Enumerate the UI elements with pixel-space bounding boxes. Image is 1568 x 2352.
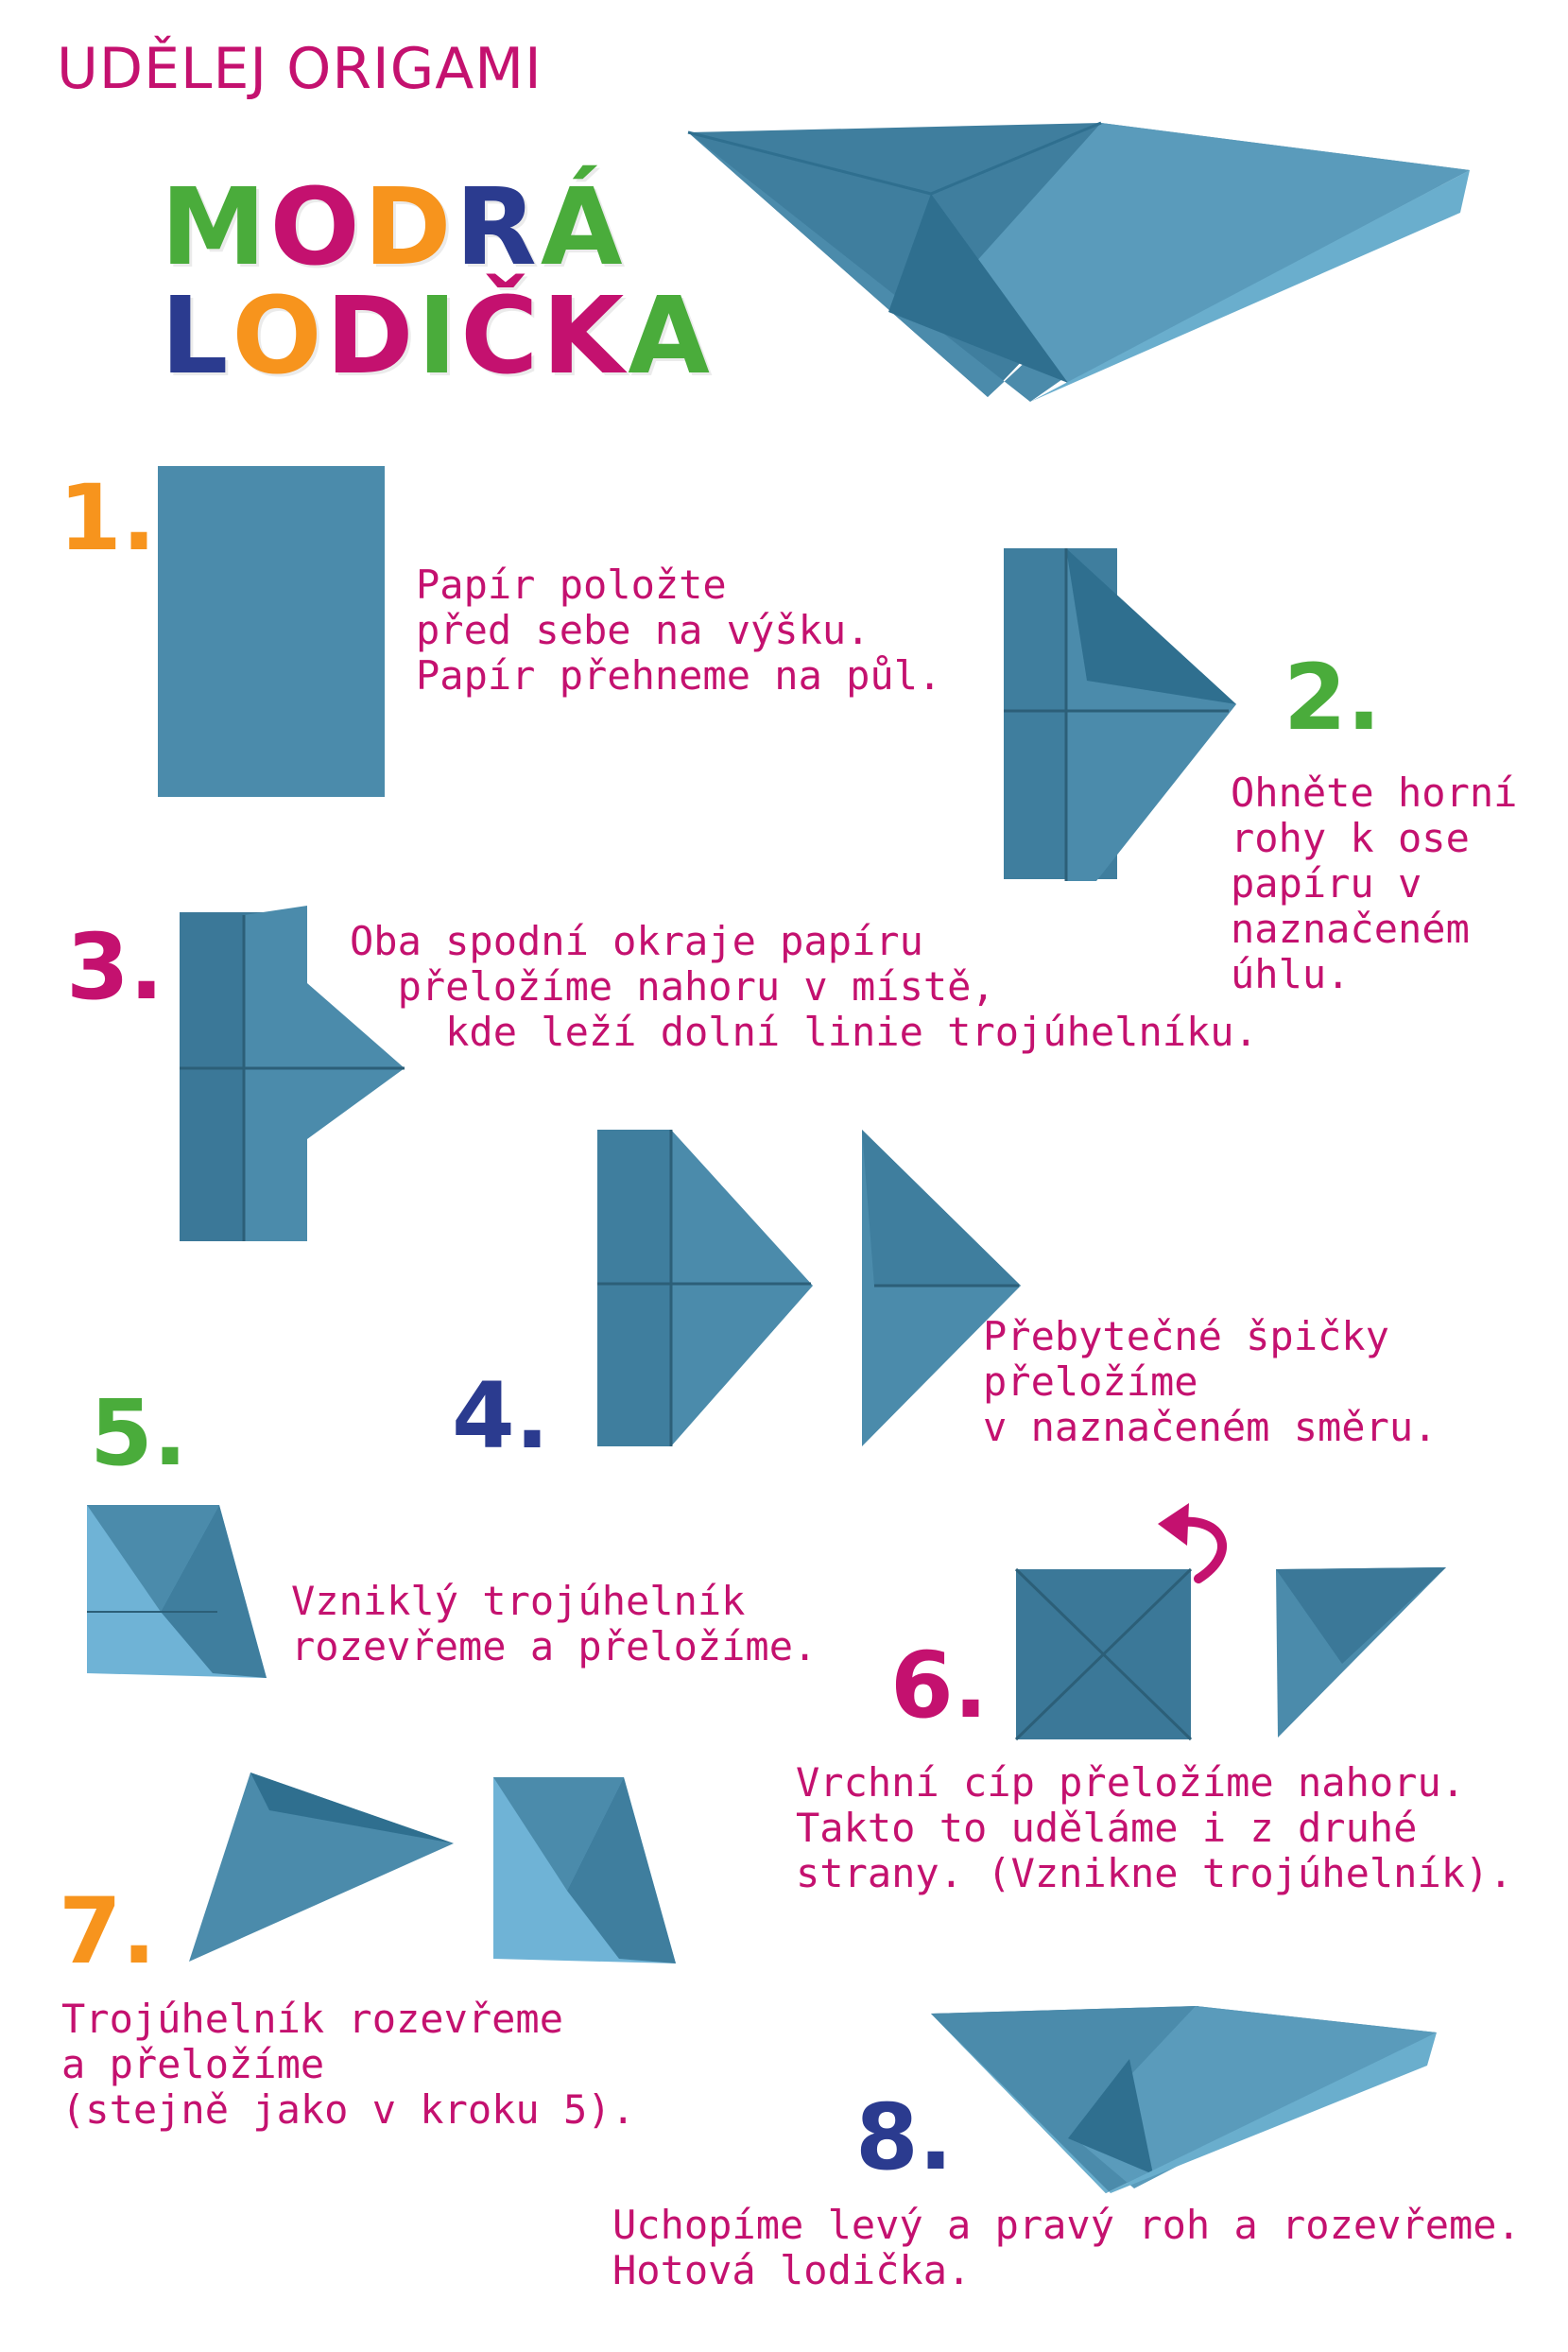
- title-letter: A: [628, 275, 714, 398]
- title-letter: Á: [540, 166, 627, 289]
- title-letter: M: [161, 166, 270, 289]
- title-letter: Č: [460, 275, 543, 398]
- step-8-number: 8.: [855, 2084, 954, 2190]
- step-7-number: 7.: [59, 1878, 157, 1984]
- step-5-text: Vzniklý trojúhelník rozevřeme a přeložím…: [291, 1578, 818, 1669]
- step-4-number: 4.: [452, 1363, 550, 1469]
- page-title: UDĚLEJ ORIGAMI: [57, 36, 543, 102]
- step-1-number: 1.: [59, 465, 157, 571]
- step-2-text: Ohněte horní rohy k ose papíru v naznače…: [1231, 770, 1518, 997]
- step-2-number: 2.: [1284, 645, 1382, 751]
- step-3-number: 3.: [66, 914, 164, 1020]
- craft-name-line2: LODIČKA: [161, 284, 714, 389]
- step-6-number: 6.: [890, 1633, 989, 1738]
- title-letter: K: [542, 275, 629, 398]
- title-letter: I: [417, 275, 461, 398]
- step-4-text: Přebytečné špičky přeložíme v naznačeném…: [983, 1313, 1438, 1450]
- step-5-number: 5.: [90, 1380, 188, 1486]
- title-letter: L: [161, 275, 233, 398]
- title-letter: O: [269, 166, 364, 289]
- step-1-text: Papír položte před sebe na výšku. Papír …: [416, 562, 942, 699]
- title-letter: D: [363, 166, 456, 289]
- title-letter: O: [232, 275, 326, 398]
- step-8-text: Uchopíme levý a pravý roh a rozevřeme. H…: [612, 2202, 1521, 2293]
- step-6-text: Vrchní cíp přeložíme nahoru. Takto to ud…: [796, 1759, 1513, 1896]
- craft-name-line1: MODRÁ: [161, 175, 627, 281]
- step-3-text: Oba spodní okraje papíru přeložíme nahor…: [350, 918, 1258, 1055]
- step-7-text: Trojúhelník rozevřeme a přeložíme (stejn…: [61, 1996, 635, 2133]
- title-letter: R: [455, 166, 541, 289]
- title-letter: D: [325, 275, 418, 398]
